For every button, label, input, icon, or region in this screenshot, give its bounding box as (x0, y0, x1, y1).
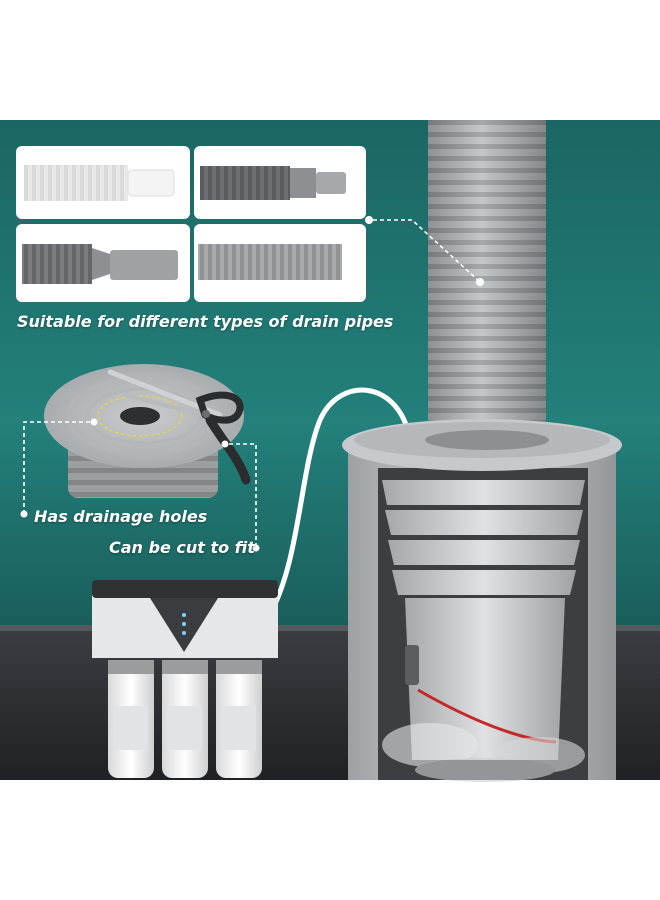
main-drain-pipe (428, 120, 546, 450)
thumb-white-corrugated (16, 146, 190, 219)
thumb-light-gray-corrugated (194, 224, 366, 302)
white-drain-tube (267, 387, 413, 617)
disc-leader-lines (20, 418, 260, 552)
pipe-leader-line (365, 216, 484, 286)
scissors-icon (107, 369, 251, 485)
top-margin (0, 0, 660, 120)
caption-pipe-types: Suitable for different types of drain pi… (17, 312, 394, 331)
cut-to-fit-disc (44, 364, 244, 498)
pipe-type-thumbnails (16, 146, 366, 302)
thumb-gray-corrugated (194, 146, 366, 219)
caption-drainage-holes: Has drainage holes (34, 507, 208, 526)
caption-cut-to-fit: Can be cut to fit (109, 538, 255, 557)
seal-cup-rings (382, 480, 585, 760)
bottom-margin (0, 780, 660, 900)
filter-cartridges (108, 660, 262, 778)
floor-drain-cutaway (342, 419, 622, 782)
floor-edge (0, 625, 660, 631)
odor-mist (382, 723, 585, 782)
thumb-bellows-connector (16, 224, 190, 302)
water-filter-unit (92, 580, 278, 778)
